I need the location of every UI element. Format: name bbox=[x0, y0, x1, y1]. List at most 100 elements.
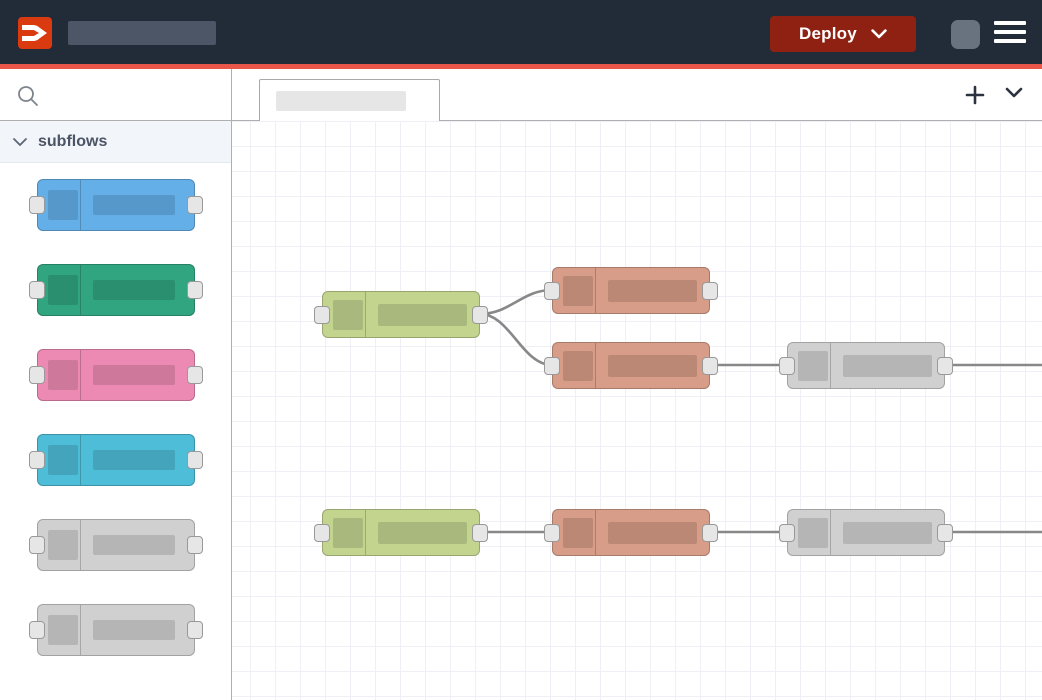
node-output-port[interactable] bbox=[702, 356, 718, 375]
flow-node-salmon-2[interactable] bbox=[544, 342, 718, 389]
palette-category-subflows[interactable]: subflows bbox=[0, 121, 231, 163]
node-red-logo-icon[interactable] bbox=[18, 17, 52, 49]
node-label bbox=[92, 195, 175, 215]
flow-tab-bar bbox=[232, 69, 1042, 121]
node-label bbox=[843, 521, 932, 544]
chevron-down-icon bbox=[13, 137, 27, 146]
node-label bbox=[92, 620, 175, 640]
node-divider bbox=[595, 268, 596, 313]
chevron-down-icon[interactable] bbox=[1004, 86, 1024, 100]
flow-node-gray-1[interactable] bbox=[779, 342, 953, 389]
node-divider bbox=[595, 343, 596, 388]
node-icon bbox=[563, 350, 593, 381]
flow-canvas[interactable] bbox=[232, 69, 1042, 700]
node-label bbox=[92, 280, 175, 300]
search-icon bbox=[18, 86, 38, 106]
node-label bbox=[608, 521, 697, 544]
palette-node[interactable] bbox=[28, 519, 203, 571]
flow-tab-label bbox=[276, 91, 406, 111]
hamburger-menu-icon[interactable] bbox=[994, 21, 1026, 47]
node-output-port[interactable] bbox=[186, 621, 203, 639]
node-divider bbox=[830, 510, 831, 555]
node-input-port[interactable] bbox=[779, 523, 795, 542]
menu-line bbox=[994, 21, 1026, 25]
deploy-button-label: Deploy bbox=[799, 24, 857, 43]
node-output-port[interactable] bbox=[186, 366, 203, 384]
node-divider bbox=[79, 605, 81, 655]
node-divider bbox=[79, 520, 81, 570]
flow-node-gray-2[interactable] bbox=[779, 509, 953, 556]
node-input-port[interactable] bbox=[28, 366, 45, 384]
node-label bbox=[608, 279, 697, 302]
node-divider bbox=[79, 265, 81, 315]
app-header: Deploy bbox=[0, 0, 1042, 64]
node-icon bbox=[47, 615, 78, 645]
node-icon bbox=[47, 360, 78, 390]
node-output-port[interactable] bbox=[702, 523, 718, 542]
node-input-port[interactable] bbox=[28, 621, 45, 639]
node-icon bbox=[47, 190, 78, 220]
flow-wire-layer bbox=[479, 288, 1042, 534]
palette-sidebar: subflows bbox=[0, 69, 232, 700]
flow-tab-1[interactable] bbox=[259, 79, 440, 121]
node-divider bbox=[79, 180, 81, 230]
node-divider bbox=[595, 510, 596, 555]
node-output-port[interactable] bbox=[186, 536, 203, 554]
node-input-port[interactable] bbox=[314, 305, 330, 324]
node-label bbox=[92, 450, 175, 470]
node-input-port[interactable] bbox=[314, 523, 330, 542]
node-output-port[interactable] bbox=[702, 281, 718, 300]
palette-node[interactable] bbox=[28, 264, 203, 316]
deploy-button[interactable]: Deploy bbox=[770, 16, 916, 52]
palette-node[interactable] bbox=[28, 434, 203, 486]
node-output-port[interactable] bbox=[186, 281, 203, 299]
node-icon bbox=[47, 530, 78, 560]
node-label bbox=[92, 535, 175, 555]
node-input-port[interactable] bbox=[544, 356, 560, 375]
node-label bbox=[608, 354, 697, 377]
chevron-down-icon bbox=[871, 28, 887, 38]
palette-node[interactable] bbox=[28, 604, 203, 656]
flow-title-placeholder bbox=[68, 21, 216, 45]
node-input-port[interactable] bbox=[544, 281, 560, 300]
palette-node[interactable] bbox=[28, 349, 203, 401]
node-label bbox=[378, 521, 467, 544]
node-input-port[interactable] bbox=[28, 451, 45, 469]
node-output-port[interactable] bbox=[937, 523, 953, 542]
palette-node[interactable] bbox=[28, 179, 203, 231]
node-icon bbox=[798, 517, 828, 548]
node-input-port[interactable] bbox=[544, 523, 560, 542]
node-output-port[interactable] bbox=[186, 196, 203, 214]
flow-node-green-1[interactable] bbox=[314, 291, 488, 338]
node-output-port[interactable] bbox=[472, 305, 488, 324]
node-divider bbox=[365, 510, 366, 555]
node-label bbox=[378, 303, 467, 326]
node-input-port[interactable] bbox=[28, 196, 45, 214]
node-icon bbox=[563, 275, 593, 306]
node-icon bbox=[47, 275, 78, 305]
node-icon bbox=[47, 445, 78, 475]
node-label bbox=[92, 365, 175, 385]
node-icon bbox=[333, 517, 363, 548]
menu-line bbox=[994, 39, 1026, 43]
menu-line bbox=[994, 30, 1026, 34]
node-divider bbox=[79, 435, 81, 485]
user-avatar-icon[interactable] bbox=[951, 20, 980, 49]
flow-node-salmon-3[interactable] bbox=[544, 509, 718, 556]
node-output-port[interactable] bbox=[186, 451, 203, 469]
node-divider bbox=[365, 292, 366, 337]
node-divider bbox=[830, 343, 831, 388]
plus-icon[interactable] bbox=[964, 84, 986, 106]
node-output-port[interactable] bbox=[472, 523, 488, 542]
palette-search-bar[interactable] bbox=[0, 69, 231, 121]
node-icon bbox=[798, 350, 828, 381]
flow-node-green-2[interactable] bbox=[314, 509, 488, 556]
node-input-port[interactable] bbox=[28, 281, 45, 299]
node-input-port[interactable] bbox=[28, 536, 45, 554]
node-output-port[interactable] bbox=[937, 356, 953, 375]
palette-node-list bbox=[0, 163, 231, 656]
node-input-port[interactable] bbox=[779, 356, 795, 375]
flow-node-salmon-1[interactable] bbox=[544, 267, 718, 314]
node-icon bbox=[563, 517, 593, 548]
